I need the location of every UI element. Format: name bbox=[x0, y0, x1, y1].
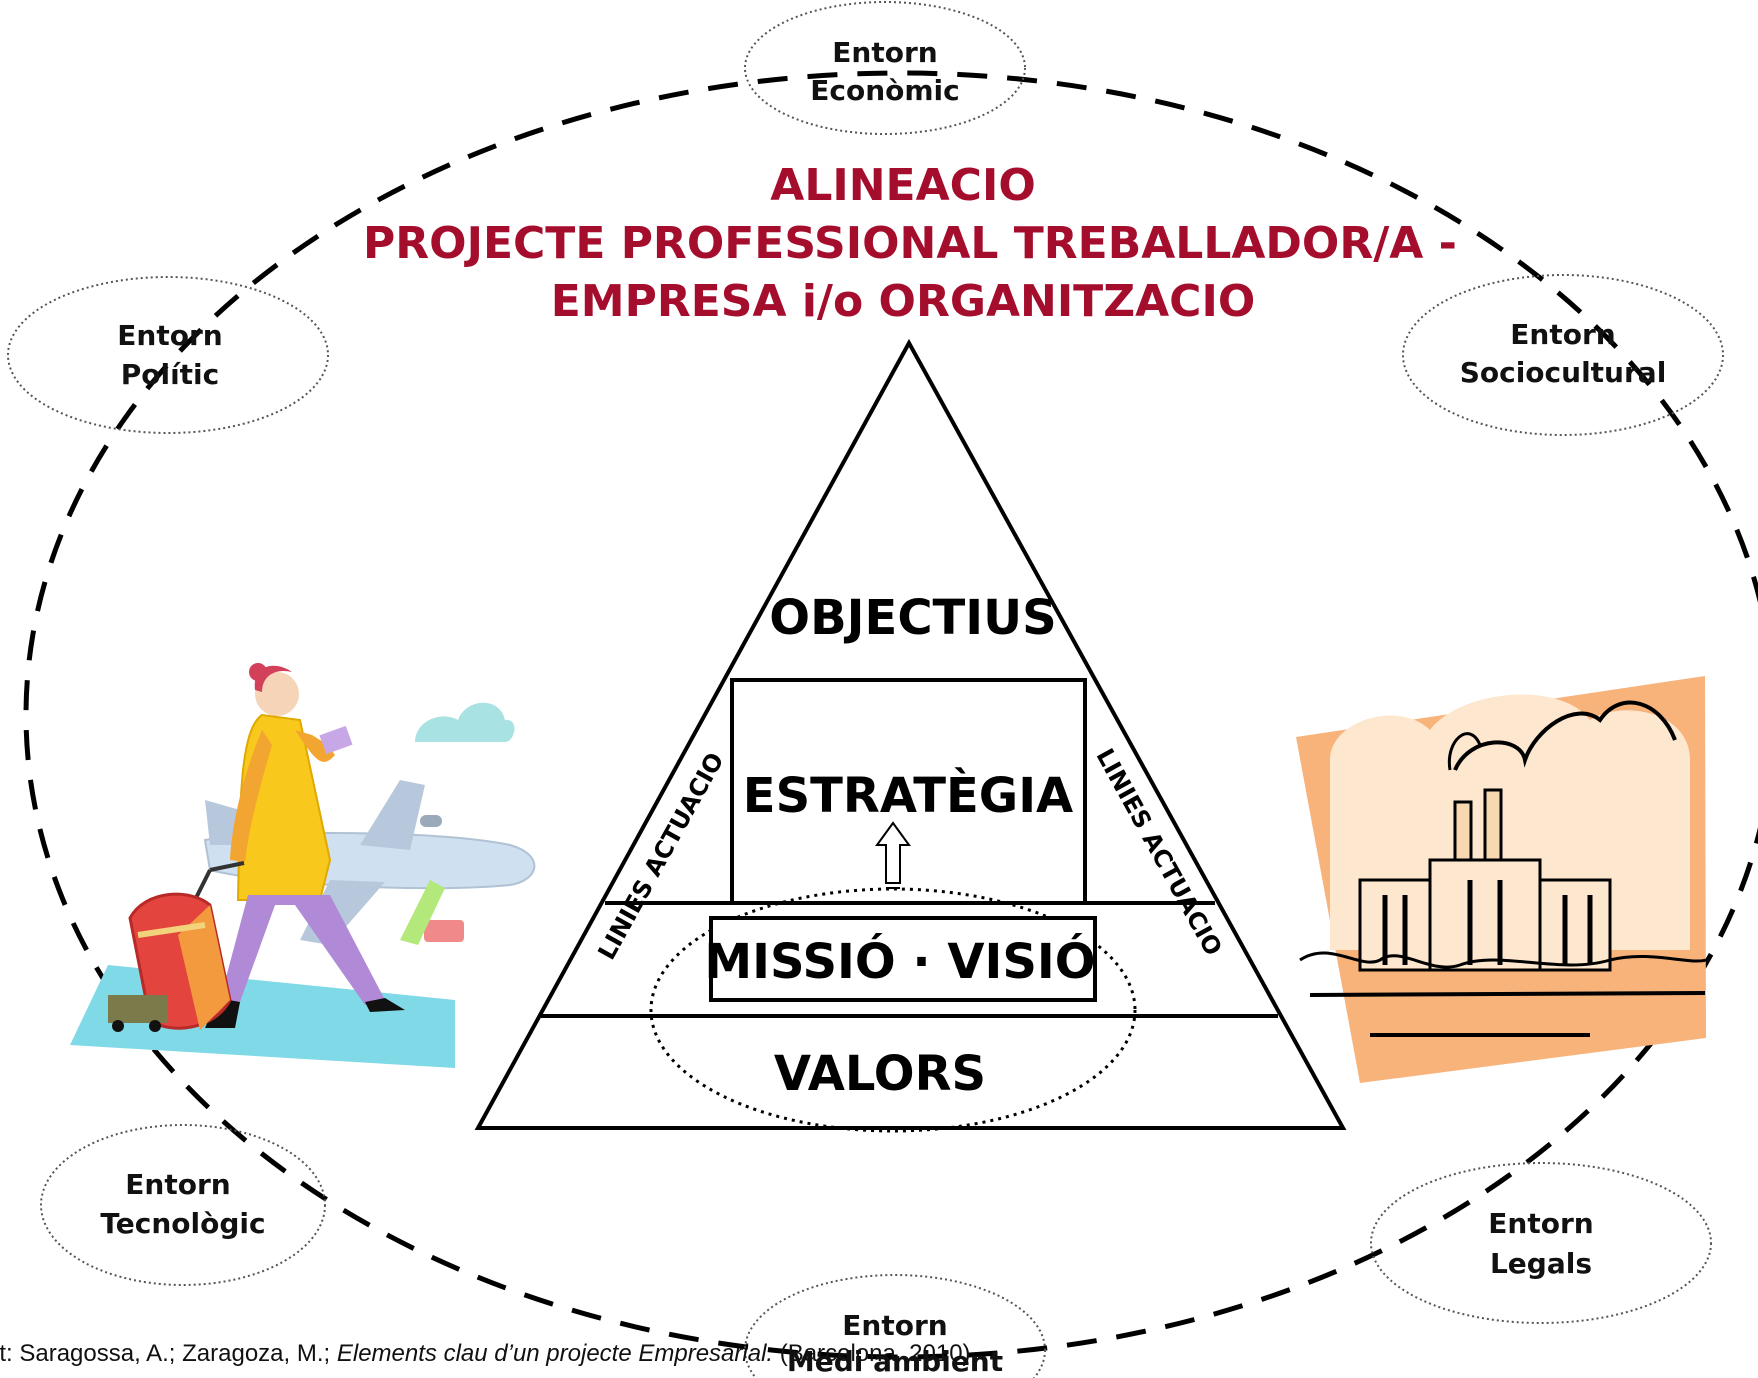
factory-building-2 bbox=[1428, 858, 1542, 972]
cart-vehicle bbox=[424, 920, 464, 942]
objectius-label: OBJECTIUS bbox=[769, 590, 1056, 646]
env-politic: Entorn Polític bbox=[7, 276, 329, 434]
pyramid: OBJECTIUS ESTRATÈGIA MISSIÓ · VISIÓ VALO… bbox=[474, 338, 1347, 1133]
title-line1: ALINEACIO bbox=[770, 160, 1035, 211]
suitcase-base bbox=[108, 995, 168, 1023]
valors-label: VALORS bbox=[774, 1046, 986, 1102]
suitcase-strap bbox=[137, 922, 206, 938]
up-arrow-icon bbox=[875, 821, 911, 884]
woman-shoe-right bbox=[365, 998, 405, 1012]
title-line3: EMPRESA i/o ORGANITZACIO bbox=[551, 276, 1255, 327]
env-legals: Entorn Legals bbox=[1370, 1162, 1712, 1324]
woman-arm-right bbox=[295, 730, 335, 762]
ticket-paper bbox=[319, 725, 353, 755]
engine-part bbox=[420, 815, 442, 827]
green-ramp bbox=[400, 880, 445, 945]
woman-hair-bun bbox=[249, 663, 267, 681]
source-citation: nt: Saragossa, A.; Zaragoza, M.; Element… bbox=[0, 1340, 1758, 1374]
smoke-outline-2 bbox=[1447, 732, 1482, 771]
estrategia-label: ESTRATÈGIA bbox=[743, 767, 1073, 824]
env-politic-line2: Polític bbox=[121, 358, 220, 391]
suitcase-handle bbox=[209, 861, 245, 872]
woman-shoe-left bbox=[205, 998, 240, 1028]
source-authors: Saragossa, A.; Zaragoza, M.; bbox=[19, 1340, 331, 1367]
factory-illustration bbox=[1296, 676, 1707, 1083]
source-book-title: Elements clau d’un projecte Empresarial. bbox=[336, 1340, 774, 1367]
missio-visio-label: MISSIÓ · VISIÓ bbox=[704, 933, 1095, 990]
ground-line-1 bbox=[1309, 991, 1706, 997]
env-tecnologic: Entorn Tecnològic bbox=[40, 1124, 326, 1286]
env-economic-line2: Econòmic bbox=[810, 74, 960, 107]
missio-valors-dotted-ellipse bbox=[649, 887, 1137, 1133]
env-medi-ambient: Entorn Medi ambient bbox=[744, 1274, 1046, 1378]
env-legals-line1: Entorn bbox=[1488, 1207, 1593, 1240]
env-economic-ellipse bbox=[744, 1, 1026, 135]
source-rest: (Barcelona. 2010) bbox=[779, 1340, 971, 1367]
diagram-title: ALINEACIO PROJECTE PROFESSIONAL TREBALLA… bbox=[363, 160, 1457, 327]
traveler-illustration bbox=[70, 663, 536, 1068]
env-medi-ambient-line2: Medi ambient bbox=[787, 1345, 1003, 1378]
env-sociocultural-line2: Sociocultural bbox=[1460, 356, 1667, 389]
suitcase-side bbox=[178, 905, 230, 1030]
smoke-outline bbox=[1453, 700, 1677, 771]
ground-clouds bbox=[1299, 951, 1707, 969]
woman-arm-left bbox=[230, 730, 272, 862]
airplane-wing-top bbox=[360, 780, 425, 850]
env-economic: Entorn Econòmic bbox=[744, 1, 1026, 135]
env-sociocultural-line1: Entorn bbox=[1510, 318, 1615, 351]
cloud-shape bbox=[415, 702, 515, 742]
env-economic-line1: Entorn bbox=[832, 36, 937, 69]
env-sociocultural: Entorn Sociocultural bbox=[1402, 274, 1724, 436]
woman-legs bbox=[220, 895, 385, 1005]
env-medi-ambient-ellipse bbox=[744, 1274, 1046, 1378]
woman-head bbox=[255, 672, 299, 716]
env-tecnologic-ellipse bbox=[40, 1124, 326, 1286]
env-tecnologic-line2: Tecnològic bbox=[100, 1207, 265, 1240]
source-label: nt: bbox=[0, 1340, 13, 1367]
estrategia-box bbox=[730, 678, 1087, 905]
factory-building-3 bbox=[1538, 878, 1612, 972]
env-politic-ellipse bbox=[7, 276, 329, 434]
env-medi-ambient-line1: Entorn bbox=[842, 1309, 947, 1342]
env-legals-ellipse bbox=[1370, 1162, 1712, 1324]
env-sociocultural-ellipse bbox=[1402, 274, 1724, 436]
title-line2: PROJECTE PROFESSIONAL TREBALLADOR/A - bbox=[363, 218, 1457, 269]
env-politic-line1: Entorn bbox=[117, 319, 222, 352]
suitcase-wheel-2 bbox=[149, 1020, 161, 1032]
missio-visio-box bbox=[709, 916, 1097, 1002]
suitcase-wheel bbox=[112, 1020, 124, 1032]
env-legals-line2: Legals bbox=[1490, 1247, 1592, 1280]
env-tecnologic-line1: Entorn bbox=[125, 1168, 230, 1201]
